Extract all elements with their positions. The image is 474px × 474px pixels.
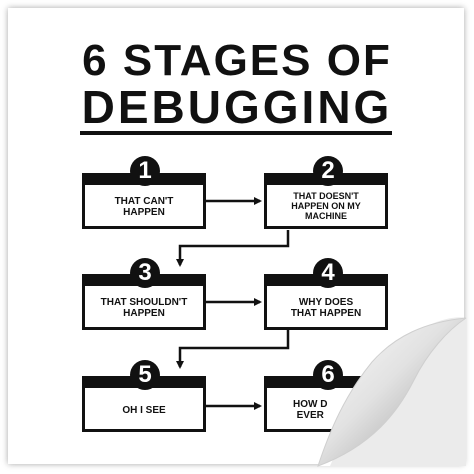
stage-box-3: THAT SHOULDN'T HAPPEN — [82, 274, 206, 330]
stage-label-3: THAT SHOULDN'T HAPPEN — [100, 297, 188, 319]
title-line-1: 6 STAGES OF — [82, 36, 392, 85]
title-underline — [80, 131, 392, 135]
stage-label-2: THAT DOESN'T HAPPEN ON MY MACHINE — [291, 190, 361, 221]
arrow-4-to-5 — [176, 330, 290, 369]
arrow-2-to-3 — [176, 230, 290, 267]
stage-number-5: 5 — [130, 360, 160, 390]
stage-number-1: 1 — [130, 156, 160, 186]
stage-label-6: HOW D EVER — [293, 399, 328, 421]
stage-label-1: THAT CAN'T HAPPEN — [114, 196, 174, 218]
stage-label-4: WHY DOES THAT HAPPEN — [290, 297, 362, 319]
stage-number-2: 2 — [313, 156, 343, 186]
stage-number-4: 4 — [313, 258, 343, 288]
stage-number-3: 3 — [130, 258, 160, 288]
stage-number-6: 6 — [313, 360, 343, 390]
title-line-2: DEBUGGING — [81, 81, 393, 133]
stage-label-5: OH I SEE — [122, 404, 166, 416]
